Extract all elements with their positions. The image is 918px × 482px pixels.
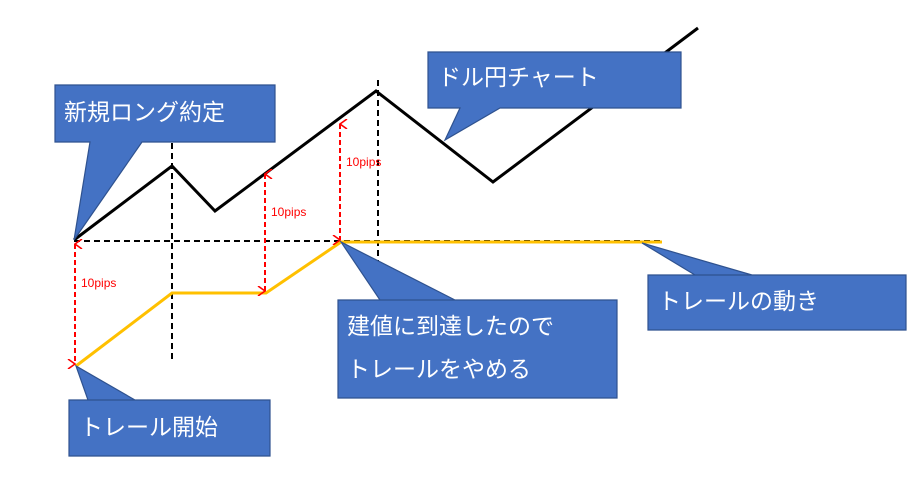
callout-trail-start-shape: [68, 364, 271, 457]
callout-new-long-shape: [54, 84, 276, 241]
callout-new-long-text: 新規ロング約定: [64, 100, 225, 126]
callout-stop-trail-text-line1: 建値に到達したので: [347, 314, 554, 340]
callout-trail-start-text: トレール開始: [80, 415, 218, 441]
callout-stop-trail-text-line2: トレールをやめる: [347, 357, 531, 383]
usdjpy-price-line: [73, 26, 699, 242]
callout-trail-movement-text: トレールの動き: [658, 289, 819, 315]
callout-stop-trail-shape: [337, 240, 618, 399]
distance-label-2: 10pips: [271, 205, 306, 219]
callout-chart-text: ドル円チャート: [438, 65, 599, 91]
callout-chart-shape: [427, 51, 682, 142]
callout-trail-movement-shape: [641, 242, 907, 331]
distance-label-3: 10pips: [346, 155, 381, 169]
distance-label-1: 10pips: [81, 276, 116, 290]
